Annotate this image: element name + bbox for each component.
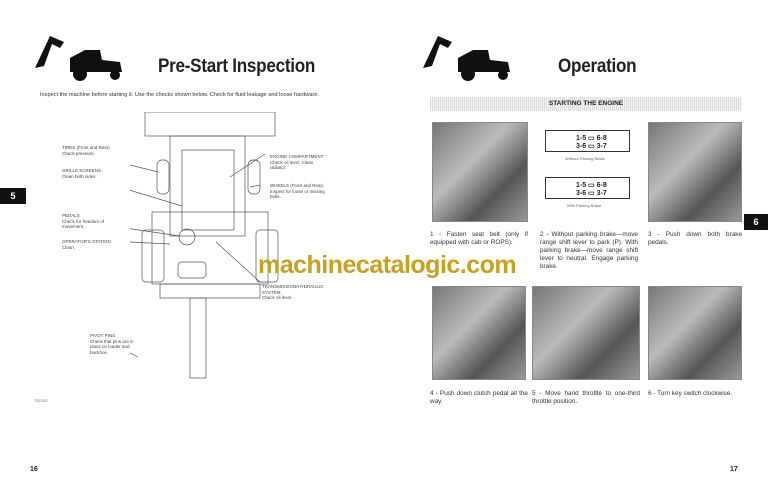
step-6: 6 - Turn key switch clockwise.: [648, 390, 733, 397]
watermark: machinecatalogic.com: [258, 251, 517, 279]
diagram-caption: With Parking Brake: [567, 203, 602, 208]
hand-throttle-photo: [532, 286, 640, 380]
step-3: 3 - Push down both brake pedals.: [648, 231, 742, 246]
page-number: 17: [730, 466, 738, 473]
page-title: Operation: [558, 56, 637, 77]
label-tires: TIRES (Front and Rear)Check pressure.: [62, 145, 110, 156]
page-number: 16: [30, 466, 38, 473]
section-tab: 6: [744, 214, 768, 230]
machine-diagram: [130, 112, 279, 379]
step-5: 5 - Move hand throttle to one-third thro…: [532, 390, 640, 405]
section-heading: STARTING THE ENGINE: [548, 100, 624, 107]
page-title: Pre-Start Inspection: [158, 56, 316, 77]
section-tab: 5: [0, 188, 26, 204]
step-2: 2 - Without parking brake—move range shi…: [540, 231, 638, 270]
section-banner: [430, 97, 742, 111]
intro-text: Inspect the machine before starting it. …: [40, 92, 319, 98]
diagram-caption: Without Parking Brake: [565, 156, 605, 161]
clutch-pedal-photo: [432, 286, 526, 380]
key-switch-photo: [648, 286, 742, 380]
backhoe-logo: [423, 36, 510, 81]
label-wheels: WHEELS (Front and Rear)Inspect for loose…: [270, 183, 325, 199]
figure-id: T92702: [34, 398, 48, 403]
seat-belt-photo: [432, 122, 528, 222]
backhoe-logo: [35, 36, 122, 81]
brake-pedal-photo: [648, 122, 742, 222]
step-4: 4 - Push down clutch pedal all the way.: [430, 390, 528, 405]
step-1: 1 - Fasten seat belt (only if equipped w…: [430, 231, 528, 246]
